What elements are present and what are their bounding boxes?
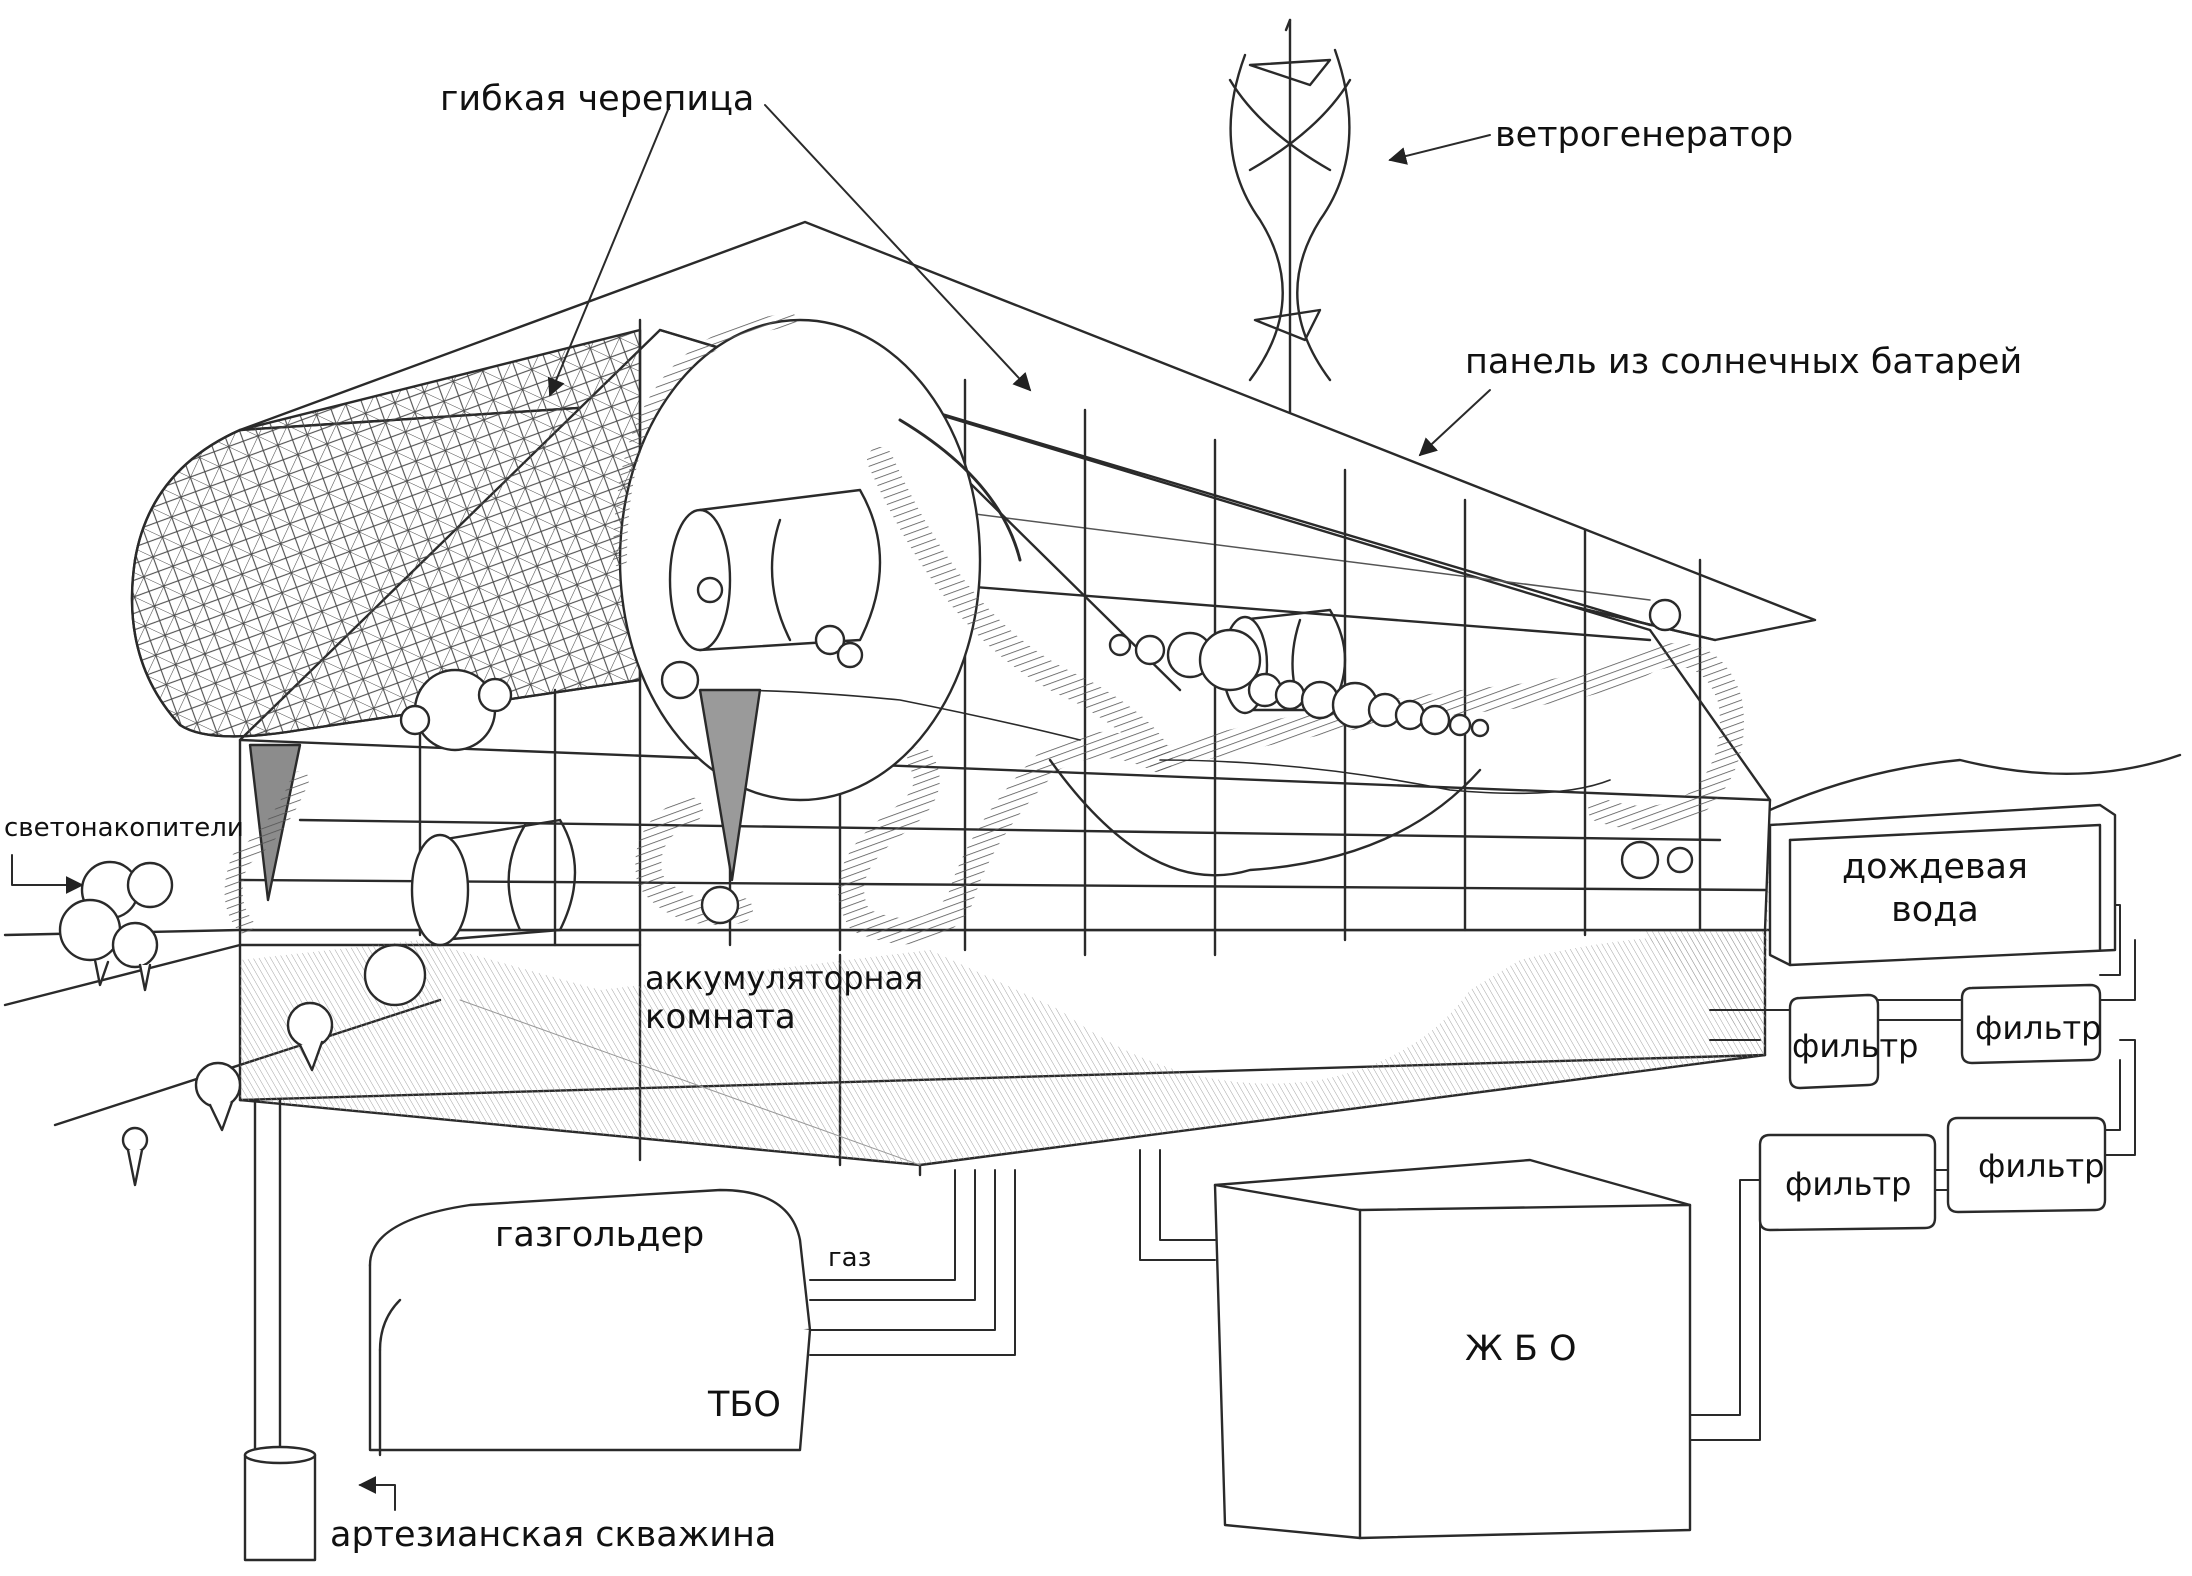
spheres: [399, 576, 1694, 925]
support-columns: [224, 688, 762, 934]
label-rain-water-line2: вода: [1891, 890, 1979, 930]
label-rain-water-line1: дождевая: [1841, 847, 2028, 887]
label-filter-1: фильтр: [1792, 1027, 1919, 1065]
light-storage-units: [58, 860, 427, 1187]
label-rain-water: дождевая вода: [1820, 850, 2050, 928]
label-light-storage: светонакопители: [4, 813, 244, 843]
artesian-well: [243, 1098, 317, 1562]
wind-generator: [1228, 18, 1352, 414]
label-filter-4: фильтр: [1978, 1147, 2105, 1185]
cylinder-end: [613, 313, 1022, 802]
label-zhbo: Ж Б О: [1465, 1329, 1577, 1369]
label-tbo: ТБО: [708, 1385, 781, 1425]
label-filter-2: фильтр: [1975, 1009, 2102, 1047]
label-battery-room-line1: аккумуляторная: [645, 959, 924, 997]
label-flexible-tile: гибкая черепица: [440, 79, 755, 119]
label-wind-generator: ветрогенератор: [1495, 115, 1794, 155]
label-filter-3: фильтр: [1785, 1165, 1912, 1203]
rain-water-tank: [1768, 803, 2117, 967]
leader-arrows: [11, 104, 1491, 1511]
label-artesian-well: артезианская скважина: [330, 1515, 777, 1555]
gas-holder-tbo: [368, 1188, 812, 1457]
label-battery-room-line2: комната: [645, 997, 796, 1037]
label-gas: газ: [828, 1243, 872, 1273]
label-battery-room: аккумуляторная комната: [645, 962, 923, 1034]
zhbo-box: [1213, 1158, 1692, 1540]
label-solar-panel: панель из солнечных батарей: [1465, 342, 2023, 382]
flexible-tile-mesh: [130, 328, 642, 738]
label-gas-holder: газгольдер: [495, 1215, 705, 1255]
filter-boxes: [1758, 983, 2107, 1232]
